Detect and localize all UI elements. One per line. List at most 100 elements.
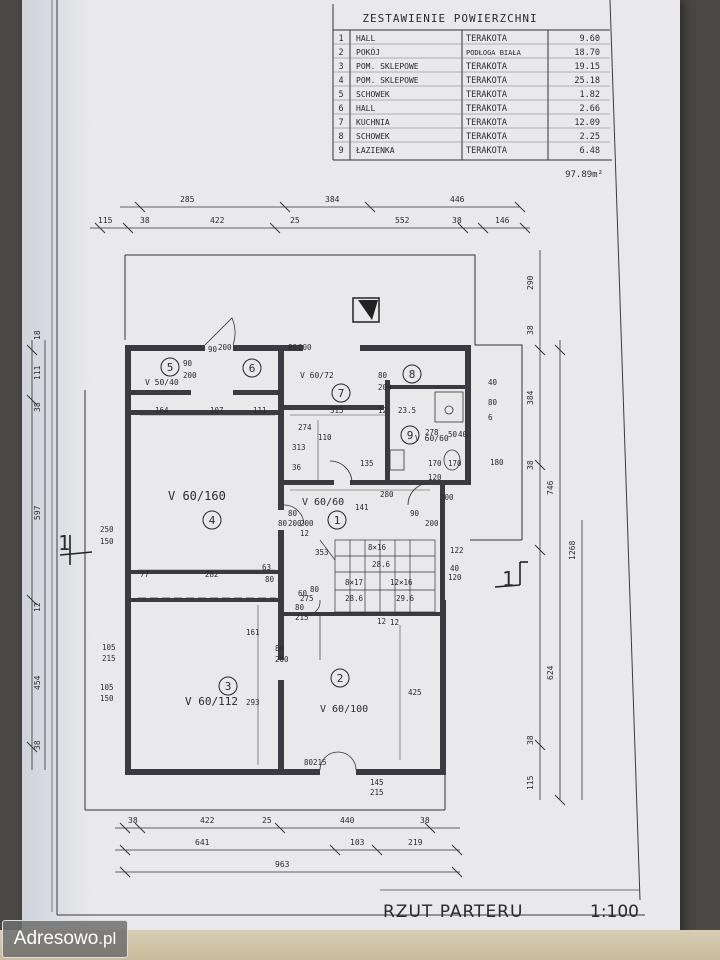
dim-bottom: 422 — [200, 816, 215, 825]
bathroom-fixtures — [389, 391, 464, 471]
room-circle — [330, 668, 350, 688]
dim-top: 384 — [325, 195, 340, 204]
table-row-number: 7 — [338, 118, 343, 128]
window-label-w5: V 50/40 — [145, 378, 179, 387]
dim-bottom: 103 — [350, 838, 365, 847]
dim-right: 38 — [526, 735, 535, 745]
dim-interior: 200 — [300, 519, 314, 528]
dim-top: 552 — [395, 216, 410, 225]
table-row-area: 2.25 — [580, 132, 600, 142]
dim-interior: 80 — [295, 603, 305, 612]
walls — [125, 345, 471, 775]
dim-interior: 274 — [298, 423, 312, 432]
room-circle — [160, 357, 180, 377]
dim-interior: 120 — [428, 473, 442, 482]
dim-interior: 80 — [310, 585, 320, 594]
interior-dim-lines — [138, 414, 430, 765]
dim-interior: 200 — [288, 519, 302, 528]
room-number: 4 — [209, 514, 216, 527]
table-row-finish: TERAKOTA — [466, 76, 507, 86]
dim-interior: 23.5 — [398, 406, 416, 415]
dim-right: 1268 — [568, 541, 577, 560]
plot-outline — [84, 254, 523, 811]
table-row-name: SCHOWEK — [356, 90, 390, 99]
dim-interior: 200 — [378, 383, 392, 392]
room-number: 3 — [225, 680, 232, 693]
window-label-w2: V 60/100 — [320, 704, 368, 715]
section-mark-left — [59, 535, 93, 565]
dim-left: 12 — [33, 602, 42, 612]
dim-top: 146 — [495, 216, 510, 225]
table-row-number: 1 — [338, 34, 343, 44]
dim-bottom: 440 — [340, 816, 355, 825]
room-circle — [242, 358, 262, 378]
table-row-number: 5 — [338, 90, 343, 100]
dim-interior: 161 — [246, 628, 260, 637]
dim-interior: 250 — [100, 525, 114, 534]
table-row-name: POM. SKLEPOWE — [356, 76, 419, 85]
plan-scale: 1:100 — [590, 902, 639, 922]
dim-interior: 6 — [488, 413, 493, 422]
dim-interior: 50 — [448, 430, 458, 439]
drawing-sheet — [22, 0, 680, 945]
dim-bottom: 25 — [262, 816, 272, 825]
plan-title: RZUT PARTERU — [383, 902, 523, 922]
dim-interior: 107 — [210, 406, 224, 415]
table-row-area: 2.66 — [580, 104, 600, 114]
dim-interior: 135 — [360, 459, 374, 468]
dim-left: 454 — [33, 675, 42, 690]
table-row-area: 1.82 — [580, 90, 600, 100]
dim-interior: 313 — [292, 443, 306, 452]
dim-interior: 111 — [253, 406, 267, 415]
dim-interior: 12 — [378, 406, 387, 415]
sheet-border — [51, 0, 645, 916]
dim-right: 38 — [526, 460, 535, 470]
dim-top: 446 — [450, 195, 465, 204]
table-row-area: 18.70 — [574, 48, 600, 58]
room-circle — [327, 510, 347, 530]
dim-right: 115 — [526, 775, 535, 790]
window-label-w3: V 60/112 — [185, 695, 238, 708]
dim-interior: 145 — [370, 778, 384, 787]
table-title: ZESTAWIENIE POWIERZCHNI — [362, 12, 537, 25]
dim-interior: 90 — [183, 359, 193, 368]
dim-interior: 105 — [100, 683, 114, 692]
dim-top: 25 — [290, 216, 300, 225]
dim-interior: 12 — [390, 618, 399, 627]
table-row-name: KUCHNIA — [356, 118, 390, 127]
section-mark-right — [494, 561, 528, 588]
window-label-w7: V 60/72 — [300, 371, 334, 380]
dim-interior: 60 — [298, 589, 308, 598]
dim-interior: 141 — [355, 503, 369, 512]
dim-left: 38 — [33, 402, 42, 412]
table-row-name: HALL — [356, 104, 375, 113]
dim-interior: 200 — [218, 343, 232, 352]
dim-interior: 80 — [275, 644, 285, 653]
dim-interior: 110 — [318, 433, 332, 442]
table-row-finish: TERAKOTA — [466, 104, 507, 114]
dim-interior: 122 — [450, 546, 464, 555]
dim-interior: 90 — [410, 509, 420, 518]
dim-top: 115 — [98, 216, 113, 225]
dim-top: 285 — [180, 195, 195, 204]
dim-interior: 150 — [100, 537, 114, 546]
room-number: 8 — [409, 368, 416, 381]
dim-right: 290 — [526, 275, 535, 290]
room-circle — [400, 425, 420, 445]
dim-interior: 282 — [205, 570, 219, 579]
room-number: 9 — [407, 429, 414, 442]
watermark-tld: .pl — [98, 929, 117, 948]
dim-interior: 353 — [315, 548, 329, 557]
table-row-area: 25.18 — [574, 76, 600, 86]
dim-top: 38 — [452, 216, 462, 225]
dim-interior: 105 — [102, 643, 116, 652]
dim-left: 18 — [33, 330, 42, 340]
dim-interior: 164 — [155, 406, 169, 415]
dim-interior: 278 — [425, 428, 439, 437]
dim-interior: 40 — [458, 430, 468, 439]
table-row-name: ŁAZIENKA — [355, 146, 395, 155]
table-row-number: 3 — [338, 62, 343, 72]
dim-left: 38 — [33, 740, 42, 750]
dim-interior: 8×16 — [368, 543, 387, 552]
